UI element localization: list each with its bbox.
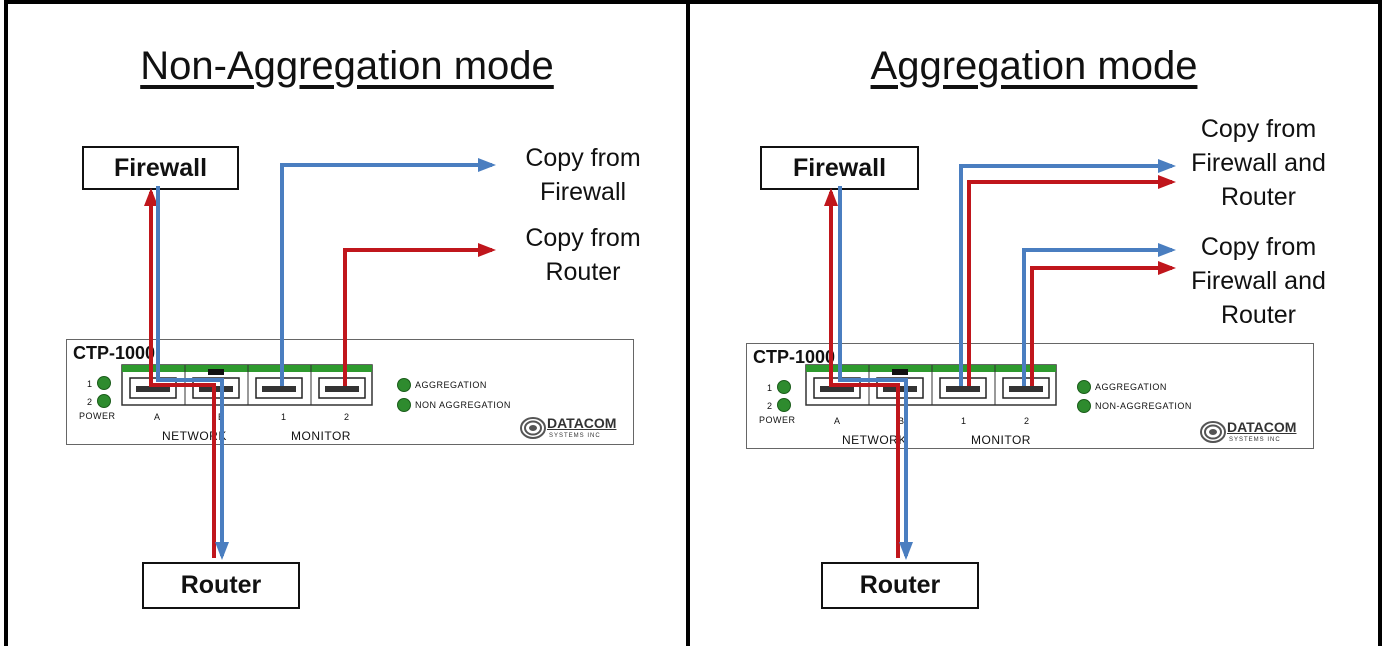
panel-title: Aggregation mode xyxy=(870,44,1198,88)
port-block-right xyxy=(805,364,1057,406)
monitor-2-blue-wire xyxy=(1022,243,1176,386)
monitor-2-red-wire xyxy=(343,243,496,386)
router-to-firewall-red-wire xyxy=(824,188,900,558)
aggregation-label: AGGREGATION xyxy=(415,380,487,390)
monitor-label: MONITOR xyxy=(291,429,351,443)
port-2-label: 2 xyxy=(1024,416,1030,426)
router-to-firewall-red-wire xyxy=(144,188,216,558)
copy-from-firewall-label: Copy from Firewall xyxy=(525,144,641,206)
datacom-logo-icon xyxy=(520,417,546,439)
device-name: CTP-1000 xyxy=(73,343,156,363)
led-1-label: 1 xyxy=(767,383,773,393)
led-1-icon xyxy=(97,376,111,390)
led-2-icon xyxy=(777,398,791,412)
firewall-box: Firewall xyxy=(82,146,239,190)
rj45-port-icon xyxy=(318,377,366,399)
monitor-1-red-wire xyxy=(967,175,1176,386)
firewall-to-router-blue-wire xyxy=(156,186,229,560)
port-2-label: 2 xyxy=(344,412,350,422)
non-aggregation-panel: Non-Aggregation mode Firewall Router Cop… xyxy=(4,0,690,646)
rj45-port-icon xyxy=(255,377,303,399)
network-label: NETWORK xyxy=(162,429,227,443)
non-aggregation-led-icon xyxy=(397,398,411,412)
monitor-1-blue-wire xyxy=(280,158,496,386)
power-label: POWER xyxy=(79,411,116,421)
copy-from-firewall-and-router-label-top: Copy from Firewall and Router xyxy=(1191,115,1326,211)
port-a-label: A xyxy=(834,416,841,426)
monitor-label: MONITOR xyxy=(971,433,1031,447)
rj45-port-icon xyxy=(939,377,987,399)
panel-title: Non-Aggregation mode xyxy=(140,44,554,88)
copy-from-firewall-and-router-label-bottom: Copy from Firewall and Router xyxy=(1191,233,1326,329)
datacom-logo-subtext: SYSTEMS INC xyxy=(549,433,601,439)
datacom-logo-subtext: SYSTEMS INC xyxy=(1229,437,1281,443)
monitor-2-red-wire xyxy=(1030,261,1176,386)
led-2-label: 2 xyxy=(767,401,773,411)
non-aggregation-label: NON AGGREGATION xyxy=(415,400,511,410)
aggregation-label: AGGREGATION xyxy=(1095,382,1167,392)
non-aggregation-led-icon xyxy=(1077,399,1091,413)
copy-from-router-label: Copy from Router xyxy=(525,224,641,286)
led-1-icon xyxy=(777,380,791,394)
datacom-logo-text: DATACOM xyxy=(547,415,617,431)
non-aggregation-label: NON-AGGREGATION xyxy=(1095,401,1192,411)
datacom-logo-icon xyxy=(1200,421,1226,443)
monitor-1-blue-wire xyxy=(959,159,1176,386)
port-b-label: B xyxy=(898,416,905,426)
router-box: Router xyxy=(142,562,300,609)
device-name: CTP-1000 xyxy=(753,347,836,367)
firewall-to-router-blue-wire xyxy=(838,186,913,560)
port-a-label: A xyxy=(154,412,161,422)
firewall-box: Firewall xyxy=(760,146,919,190)
led-1-label: 1 xyxy=(87,379,93,389)
led-2-icon xyxy=(97,394,111,408)
datacom-logo-text: DATACOM xyxy=(1227,419,1297,435)
aggregation-led-icon xyxy=(397,378,411,392)
port-1-label: 1 xyxy=(281,412,287,422)
network-label: NETWORK xyxy=(842,433,907,447)
port-1-label: 1 xyxy=(961,416,967,426)
aggregation-led-icon xyxy=(1077,380,1091,394)
router-box: Router xyxy=(821,562,979,609)
led-2-label: 2 xyxy=(87,397,93,407)
power-label: POWER xyxy=(759,415,796,425)
